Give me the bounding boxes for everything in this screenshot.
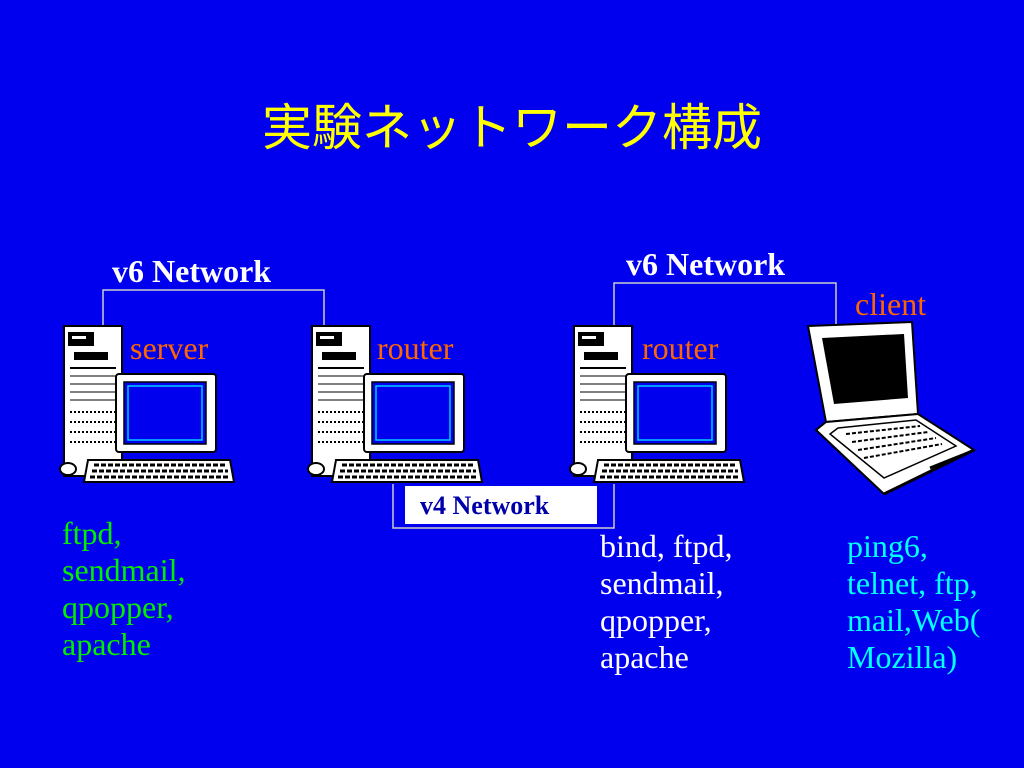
server-service-item: ftpd, [62, 515, 122, 551]
router-service-item: apache [600, 639, 689, 675]
router-right-computer-icon [569, 325, 746, 483]
router-right-label: router [642, 330, 719, 366]
desktop-computer-icon [569, 325, 746, 483]
client-service-item: mail,Web( [847, 602, 981, 638]
left-v6-network-label: v6 Network [112, 253, 272, 289]
server-service-item: apache [62, 626, 151, 662]
right-v6-link [613, 282, 837, 330]
router-service-item: qpopper, [600, 602, 712, 638]
server-service-item: qpopper, [62, 589, 174, 625]
client-services: ping6, telnet, ftp, mail,Web( Mozilla) [847, 528, 980, 676]
v4-label-box [405, 486, 597, 524]
router-left-computer-icon [307, 325, 484, 483]
left-v6-link [102, 289, 325, 330]
laptop-icon [806, 320, 977, 496]
router-service-item: sendmail, [600, 565, 724, 601]
v4-network-label: v4 Network [420, 491, 550, 520]
router-service-item: bind, ftpd, [600, 528, 733, 564]
router-services: bind, ftpd, sendmail, qpopper, apache [600, 528, 732, 676]
right-v6-network-label: v6 Network [626, 246, 786, 282]
client-service-item: Mozilla) [847, 639, 958, 675]
server-services: ftpd, sendmail, qpopper, apache [62, 515, 186, 663]
v4-link [392, 484, 615, 529]
client-label: client [855, 286, 927, 322]
client-laptop-icon [806, 320, 977, 496]
server-computer-icon [59, 325, 236, 483]
desktop-computer-icon [59, 325, 236, 483]
desktop-computer-icon [307, 325, 484, 483]
router-left-label: router [377, 330, 454, 366]
server-service-item: sendmail, [62, 552, 186, 588]
server-label: server [130, 330, 209, 366]
slide-title: 実験ネットワーク構成 [262, 99, 762, 157]
client-service-item: ping6, [847, 528, 928, 564]
client-service-item: telnet, ftp, [847, 565, 978, 601]
